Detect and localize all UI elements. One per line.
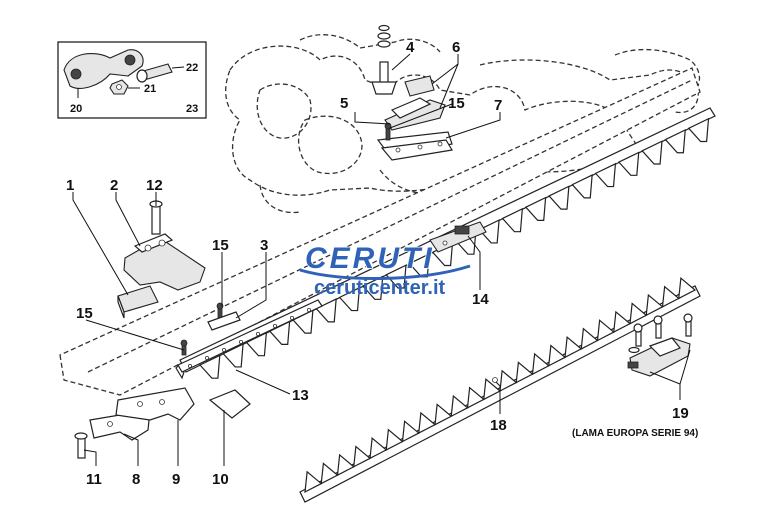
callout-10: 10: [212, 471, 229, 488]
hold-down-clip-2: [123, 233, 206, 291]
knife-head-19: [627, 313, 693, 377]
blade-tooth: [304, 470, 323, 494]
callout-21: 21: [144, 83, 156, 95]
callout-12: 12: [146, 177, 163, 194]
callout-5: 5: [340, 95, 348, 112]
knife-section: [501, 207, 524, 233]
strip-hole: [255, 331, 260, 336]
watermark: CERUTI ceruticenter.it: [299, 241, 471, 299]
knife-guard-9: [115, 387, 195, 421]
strip-hole: [204, 355, 209, 360]
knife-section: [641, 140, 663, 165]
knife-head-assembly: [371, 24, 453, 161]
knife-section: [664, 128, 686, 154]
callout-15-top: 15: [448, 95, 465, 112]
callout-22: 22: [186, 62, 198, 74]
blade-tooth: [678, 277, 697, 300]
callout-7: 7: [494, 97, 502, 114]
blade-tooth: [661, 285, 680, 308]
watermark-swoosh: [299, 264, 471, 281]
blade-tooth: [564, 335, 583, 359]
strip-hole: [289, 315, 294, 320]
knife-section: [617, 151, 640, 176]
blade-tooth: [418, 411, 437, 435]
knife-section: [524, 196, 547, 221]
callout-6: 6: [452, 39, 460, 56]
callout-19: 19: [672, 405, 689, 422]
knife-section: [245, 331, 268, 357]
knife-section: [571, 174, 593, 199]
callout-23: 23: [186, 103, 198, 115]
knife-section: [594, 162, 617, 188]
blade-tooth: [596, 319, 615, 342]
callout-13: 13: [292, 387, 309, 404]
rivet-15-left: [180, 339, 188, 356]
callout-4: 4: [406, 39, 415, 56]
callout-15-mid: 15: [212, 237, 229, 254]
knife-section: [478, 219, 500, 244]
blade-tooth: [629, 302, 648, 325]
callout-labels: 1 2 3 4 5 6 7 8 9 10 11 12 13 14 15 15 1…: [66, 39, 698, 488]
knife-section: [199, 354, 221, 379]
blade-tooth: [515, 361, 534, 384]
blade-tooth: [645, 293, 664, 317]
blade-tooth: [499, 369, 518, 393]
blade-tooth: [369, 436, 388, 460]
strip-hole: [306, 307, 311, 312]
knife-section: [548, 185, 570, 210]
blade-tooth: [320, 462, 339, 485]
watermark-logo: CERUTI: [305, 242, 435, 275]
callout-8: 8: [132, 471, 140, 488]
callout-14: 14: [472, 291, 489, 308]
caption-19: (LAMA EUROPA SERIE 94): [572, 428, 698, 439]
knife-section: [687, 117, 710, 143]
strip-hole: [272, 323, 277, 328]
callout-20: 20: [70, 103, 82, 115]
blade-tooth: [531, 352, 550, 376]
strip-hole: [221, 347, 226, 352]
knife-head-14: [429, 221, 487, 253]
knife-section: [315, 298, 337, 323]
bolt-11: [74, 432, 88, 459]
knife-section: [338, 286, 361, 312]
blade-holder-strip: [177, 299, 323, 373]
callout-2: 2: [110, 177, 118, 194]
blade-tooth: [613, 310, 632, 334]
callout-3: 3: [260, 237, 268, 254]
strip-hole: [187, 363, 192, 368]
watermark-url: ceruticenter.it: [314, 277, 446, 299]
wear-plate-1: [117, 285, 159, 319]
blade-tooth: [483, 378, 502, 401]
blade-tooth: [336, 453, 355, 477]
callout-9: 9: [172, 471, 180, 488]
blade-tooth: [548, 344, 567, 367]
blade-tooth: [450, 394, 469, 418]
blade-tooth: [401, 420, 420, 443]
blade-tooth: [466, 386, 485, 409]
knife-sections: [199, 117, 710, 379]
blade-tooth: [580, 327, 599, 350]
blade-tooth: [434, 403, 453, 426]
callout-18: 18: [490, 417, 507, 434]
strip-hole: [238, 339, 243, 344]
rivet-15-mid: [207, 302, 241, 331]
section-10: [208, 389, 251, 419]
callout-1: 1: [66, 177, 74, 194]
blade-tooth: [385, 428, 404, 451]
inset-box-23: [57, 41, 207, 119]
callout-11: 11: [86, 471, 102, 488]
callout-15-left: 15: [76, 305, 93, 322]
knife-section: [222, 343, 244, 368]
blade-tooth: [353, 445, 372, 468]
leader-lines: [72, 53, 691, 466]
